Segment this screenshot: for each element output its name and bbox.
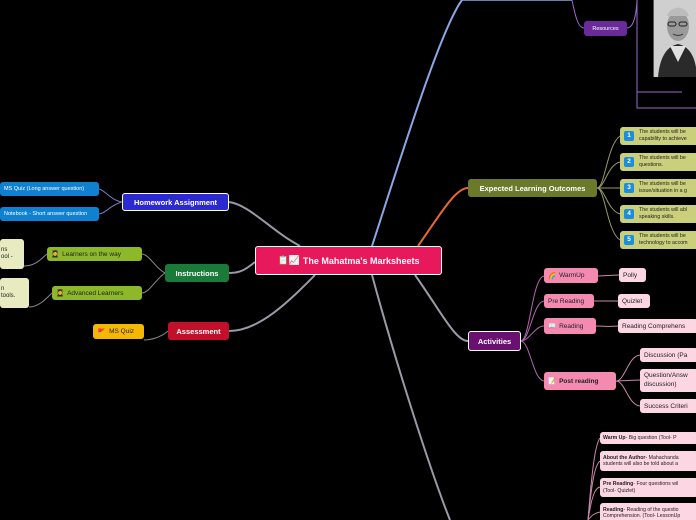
activity-reading[interactable]: 📖 Reading [544,318,596,334]
learner-label: Learners on the way [62,250,121,258]
number-1-icon: 1 [624,131,634,141]
portrait-drawing [654,0,696,77]
assessment-ms-quiz[interactable]: 🚩 MS Quiz [93,324,144,339]
outcome-text: The students will be [639,181,686,188]
assessment-label: Assessment [176,326,221,336]
activity-warmup[interactable]: 🌈 WarmUp [544,268,598,283]
homework-item-notebook[interactable]: Notebook - Short answer question [0,207,99,221]
branch-homework-assignment[interactable]: Homework Assignment [122,193,229,211]
number-4-icon: 4 [624,209,634,219]
step-text: students will also be told about a [603,461,678,467]
advanced-learners-detail[interactable]: n tools. [0,278,29,308]
step-text: - Mahachanda [645,454,679,461]
homework-item-label: Notebook - Short answer question [4,211,88,217]
activities-label: Activities [477,336,512,346]
homework-label: Homework Assignment [133,197,218,207]
rainbow-icon: 🌈 [548,272,557,280]
ms-quiz-label: MS Quiz [109,328,135,335]
step-title: Warm Up [603,434,626,441]
activity-label: Pre Reading [548,297,585,305]
student-icon: 👩‍🎓 [56,290,65,297]
post-reading-success-criteria[interactable]: Success Criteri [640,399,696,413]
instructions-label: Instructions [175,268,219,278]
branch-resources[interactable]: Resources [584,21,627,36]
outcome-text: speaking skills. [639,214,675,220]
outcome-text: The students will abl [639,207,687,214]
post-reading-item: Discussion (Pa [644,351,688,359]
memo-icon: 📝 [548,378,557,385]
activity-label: WarmUp [559,272,585,279]
outcome-text: The students will be [639,233,686,240]
lesson-step-reading[interactable]: Reading- Reading of the questio Comprehe… [600,503,696,520]
detail-line: n [1,285,5,292]
tool-label: Quizlet [622,297,643,305]
step-text: - Four questions wil [633,481,679,487]
post-reading-discussion[interactable]: Discussion (Pa [640,348,696,362]
branch-expected-learning-outcomes[interactable]: Expected Learning Outcomes [468,179,597,197]
step-title: About the Author [603,454,646,461]
clipboard-chart-icon: 📋📈 [277,255,300,265]
lesson-step-pre-reading[interactable]: Pre Reading- Four questions wil (Tool- Q… [600,478,696,497]
flag-icon: 🚩 [97,328,106,336]
detail-line: tools. [1,293,16,299]
step-text: Comprehension. (Tool- LessonUp [603,513,681,519]
root-title: The Mahatma's Marksheets [302,255,420,266]
detail-line: ool - [1,254,13,260]
outcome-text: questions. [639,162,664,168]
activity-post-reading[interactable]: 📝 Post reading [544,372,616,390]
outcome-text: technology to accom [639,240,688,246]
number-5-icon: 5 [624,235,634,245]
outcome-text: The students will be [639,155,686,162]
outcome-text: The students will be [639,129,686,136]
resources-label: Resources [592,25,619,32]
step-text: - Reading of the questio [623,506,679,513]
activity-pre-reading[interactable]: Pre Reading [544,294,594,308]
post-reading-item: Success Criteri [644,402,688,410]
post-reading-item: discussion) [644,380,677,388]
number-2-icon: 2 [624,157,634,167]
activity-label: Reading [559,322,584,330]
activity-warmup-polly[interactable]: Polly [619,268,646,282]
number-3-icon: 3 [624,183,634,193]
instructions-advanced-learners[interactable]: 👩‍🎓 Advanced Learners [52,286,142,300]
step-title: Reading [603,506,624,513]
activity-reading-comprehension[interactable]: Reading Comprehens [618,319,696,333]
step-text: - Big question (Tool- P [625,434,677,441]
activity-pre-reading-quizlet[interactable]: Quizlet [618,294,650,308]
post-reading-item: Question/Answ [644,372,688,380]
tool-label: Reading Comprehens [622,322,686,330]
branch-instructions[interactable]: Instructions [165,264,229,282]
lesson-step-warm-up[interactable]: Warm Up- Big question (Tool- P [600,432,696,444]
homework-item-ms-quiz[interactable]: MS Quiz (Long answer question) [0,182,99,196]
root-topic[interactable]: 📋📈 The Mahatma's Marksheets [255,246,442,275]
branch-assessment[interactable]: Assessment [168,322,229,340]
outcome-text: capability to achieve [639,136,687,142]
outcomes-label: Expected Learning Outcomes [479,183,586,193]
learners-on-the-way-detail[interactable]: ns ool - [0,239,24,269]
gandhi-portrait-image [653,0,696,77]
instructions-learners-on-the-way[interactable]: 👩‍🎓 Learners on the way [47,247,142,261]
step-text: (Tool- Quizlet) [603,487,636,494]
open-book-icon: 📖 [548,323,557,330]
activity-label: Post reading [559,377,599,385]
outcome-text: issue/situation in a g [639,188,687,194]
detail-line: ns [1,246,8,253]
step-title: Pre Reading [603,481,634,487]
student-icon: 👩‍🎓 [51,251,60,258]
post-reading-question-answer[interactable]: Question/Answ discussion) [640,369,696,392]
tool-label: Polly [623,271,638,279]
learner-label: Advanced Learners [67,289,124,297]
lesson-step-about-author[interactable]: About the Author- Mahachanda students wi… [600,451,696,471]
branch-activities[interactable]: Activities [468,331,521,351]
homework-item-label: MS Quiz (Long answer question) [4,186,85,192]
